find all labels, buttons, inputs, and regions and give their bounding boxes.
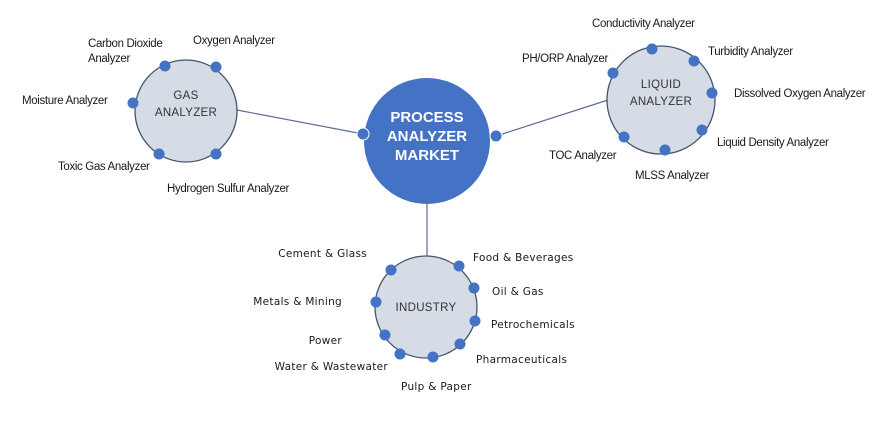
gas-item-dot	[210, 148, 222, 160]
gas-item-label-line: Hydrogen Sulfur Analyzer	[167, 183, 290, 195]
industry-item-label-line: Petrochemicals	[491, 319, 575, 331]
gas-segment-title-line: ANALYZER	[155, 107, 217, 119]
liquid-item-label: PH/ORP Analyzer	[522, 53, 608, 65]
gas-item-dot	[159, 60, 171, 72]
industry-item-dot	[394, 348, 406, 360]
hub-title-line: ANALYZER	[387, 128, 467, 145]
gas-item-label: Toxic Gas Analyzer	[58, 161, 150, 173]
gas-item-label-line: Toxic Gas Analyzer	[58, 161, 150, 173]
liquid-item-label: Conductivity Analyzer	[592, 18, 695, 30]
industry-item-label-line: Water & Wastewater	[275, 361, 389, 373]
liquid-item-dot	[706, 87, 718, 99]
nodes	[127, 43, 718, 363]
liquid-item-label-line: Conductivity Analyzer	[592, 18, 695, 30]
liquid-item-dot	[646, 43, 658, 55]
gas-item-label: Moisture Analyzer	[22, 95, 108, 107]
gas-item-label-line: Moisture Analyzer	[22, 95, 108, 107]
hub-title-line: PROCESS	[390, 109, 463, 126]
gas-item-label: Oxygen Analyzer	[193, 35, 275, 47]
gas-item-label-line: Analyzer	[88, 53, 130, 65]
liquid-item-label: Turbidity Analyzer	[708, 46, 793, 58]
industry-item-label-line: Food & Beverages	[473, 252, 574, 264]
liquid-item-dot	[607, 67, 619, 79]
liquid-item-dot	[688, 55, 700, 67]
industry-item-label-line: Pulp & Paper	[401, 381, 472, 393]
industry-item-dot	[468, 282, 480, 294]
liquid-segment-title-line: LIQUID	[641, 79, 681, 91]
liquid-segment-title: LIQUID ANALYZER	[630, 79, 692, 108]
industry-item-dot	[453, 260, 465, 272]
liquid-segment-circle[interactable]	[606, 45, 716, 155]
industry-item-label: Pulp & Paper	[401, 381, 472, 393]
connector-hub-gas	[236, 109, 364, 135]
industry-segment-title: INDUSTRY	[396, 302, 457, 314]
industry-item-label: Metals & Mining	[253, 296, 342, 308]
gas-item-dot	[153, 148, 165, 160]
hub-title: PROCESS ANALYZER MARKET	[387, 109, 467, 164]
hub-title-line: MARKET	[395, 147, 459, 164]
liquid-item-dot	[618, 131, 630, 143]
industry-item-dot	[385, 264, 397, 276]
hub-connector-dot	[356, 127, 370, 141]
industry-item-dot	[379, 329, 391, 341]
liquid-item-label-line: MLSS Analyzer	[635, 170, 710, 182]
gas-segment-title-line: GAS	[173, 90, 198, 102]
industry-item-label-line: Cement & Glass	[278, 248, 367, 260]
gas-segment-circle[interactable]	[134, 59, 238, 163]
liquid-item-label: TOC Analyzer	[549, 150, 617, 162]
connectors	[236, 99, 609, 256]
industry-item-label: Water & Wastewater	[275, 361, 389, 373]
liquid-item-label-line: TOC Analyzer	[549, 150, 617, 162]
industry-item-label-line: Metals & Mining	[253, 296, 342, 308]
industry-item-label: Oil & Gas	[492, 286, 544, 298]
liquid-item-label-line: PH/ORP Analyzer	[522, 53, 608, 65]
industry-item-label-line: Pharmaceuticals	[476, 354, 567, 366]
liquid-item-label: MLSS Analyzer	[635, 170, 710, 182]
gas-segment-title: GAS ANALYZER	[155, 90, 217, 119]
industry-item-label-line: Power	[309, 335, 343, 347]
gas-item-dot	[127, 97, 139, 109]
liquid-item-label-line: Dissolved Oxygen Analyzer	[734, 88, 866, 100]
liquid-item-label: Liquid Density Analyzer	[717, 137, 829, 149]
industry-item-label: Petrochemicals	[491, 319, 575, 331]
hub-circle[interactable]	[364, 78, 490, 204]
industry-item-dot	[454, 338, 466, 350]
industry-item-dot	[370, 296, 382, 308]
connector-hub-liquid	[495, 99, 609, 137]
industry-item-label: Pharmaceuticals	[476, 354, 567, 366]
industry-item-dot	[427, 351, 439, 363]
industry-item-label-line: Oil & Gas	[492, 286, 544, 298]
hub-connector-dot	[489, 129, 503, 143]
industry-item-label: Cement & Glass	[278, 248, 367, 260]
labels: PROCESS ANALYZER MARKET GAS ANALYZER Carbon D…	[22, 18, 866, 393]
liquid-item-label-line: Turbidity Analyzer	[708, 46, 793, 58]
gas-item-label-line: Oxygen Analyzer	[193, 35, 275, 47]
liquid-item-dot	[696, 124, 708, 136]
liquid-segment-title-line: ANALYZER	[630, 96, 692, 108]
industry-item-label: Power	[309, 335, 343, 347]
industry-item-dot	[469, 315, 481, 327]
gas-item-label: Hydrogen Sulfur Analyzer	[167, 183, 290, 195]
industry-segment-title-line: INDUSTRY	[396, 302, 457, 314]
liquid-item-label-line: Liquid Density Analyzer	[717, 137, 829, 149]
gas-item-label-line: Carbon Dioxide	[88, 38, 162, 50]
liquid-item-label: Dissolved Oxygen Analyzer	[734, 88, 866, 100]
gas-item-dot	[210, 61, 222, 73]
industry-item-label: Food & Beverages	[473, 252, 574, 264]
liquid-item-dot	[659, 144, 671, 156]
